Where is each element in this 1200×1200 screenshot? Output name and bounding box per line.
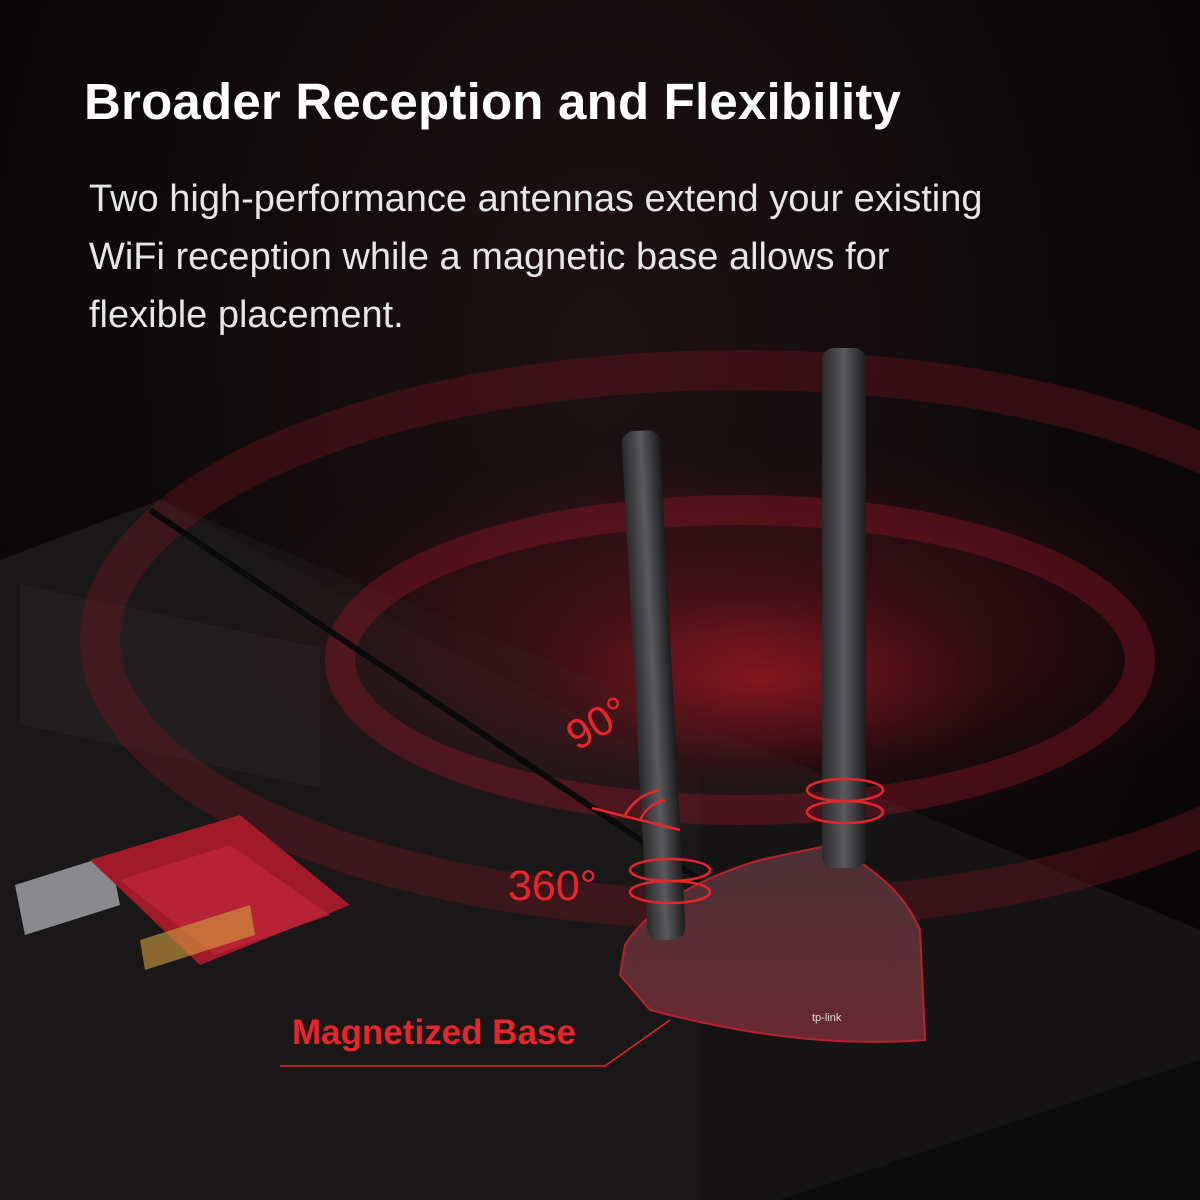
- magnetic-base: [618, 843, 927, 1043]
- antenna-cable: [148, 507, 702, 883]
- callout-line: [280, 1019, 671, 1067]
- pc-case-front: [780, 1060, 1200, 1200]
- antenna-right: [822, 348, 866, 868]
- magnetized-base-label: Magnetized Base: [292, 1013, 576, 1052]
- brand-logo: tp-link: [812, 1012, 842, 1024]
- rotation-rings: [591, 777, 885, 905]
- description: Two high-performance antennas extend you…: [89, 178, 983, 336]
- rotation-angle-label: 360°: [508, 862, 597, 910]
- antenna-left: [621, 430, 686, 941]
- page-title: Broader Reception and Flexibility: [84, 73, 902, 130]
- pcie-card: [15, 815, 350, 970]
